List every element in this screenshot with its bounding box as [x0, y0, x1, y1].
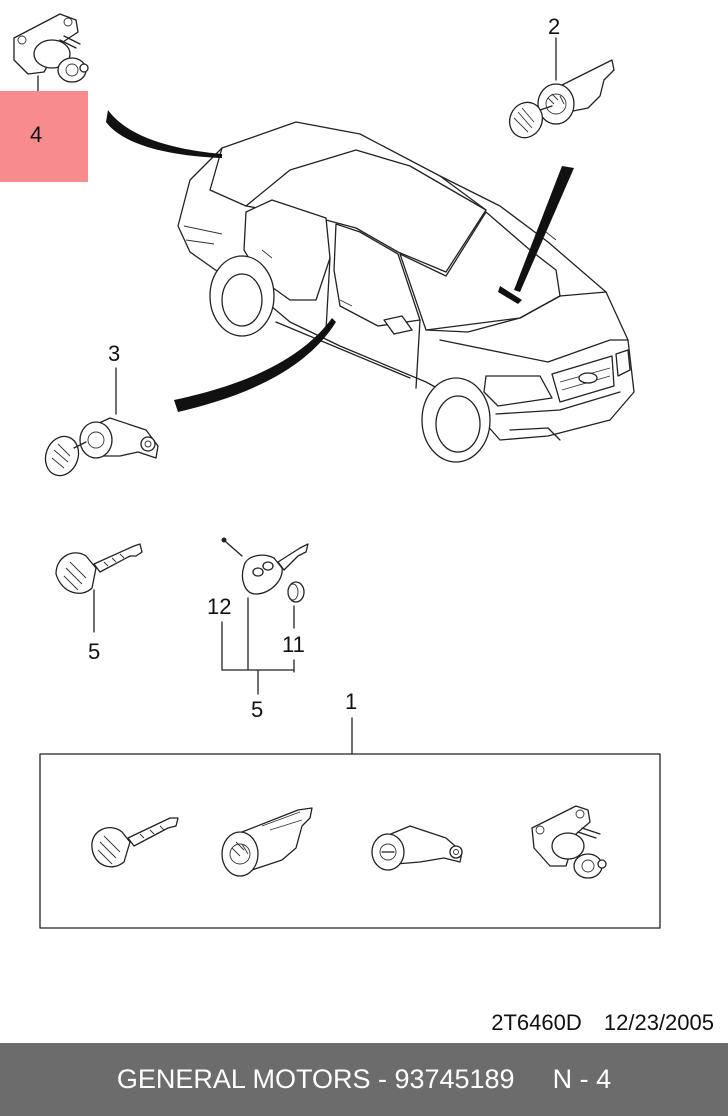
part-2-ignition-lock — [508, 37, 615, 139]
document-code: 2T6460D — [491, 1010, 582, 1035]
callout-label: 11 — [282, 632, 305, 657]
callout-label: 1 — [345, 689, 358, 714]
pointer-arrows — [106, 110, 574, 412]
callout-label: 3 — [108, 341, 121, 366]
part-5-key-left — [55, 543, 143, 633]
footer-text: GENERAL MOTORS - 93745189 — [116, 1064, 515, 1094]
callout-label: 4 — [30, 122, 43, 147]
callout-label: 2 — [548, 14, 561, 39]
part-3-door-lock — [44, 367, 159, 477]
document-reference: 2T6460D 12/23/2005 — [491, 1010, 714, 1036]
callout-label: 5 — [251, 697, 264, 722]
callout-label: 12 — [207, 594, 232, 619]
callout-label: 5 — [88, 639, 101, 664]
part-1-lock-set-box — [39, 717, 661, 929]
callout-4-highlight: 4 — [0, 91, 88, 182]
footer-bar: GENERAL MOTORS - 93745189 N - 4 — [0, 1043, 728, 1116]
page-number: N - 4 — [552, 1064, 612, 1094]
part-5-remote-key-assembly — [221, 537, 309, 695]
document-date: 12/23/2005 — [603, 1010, 714, 1035]
